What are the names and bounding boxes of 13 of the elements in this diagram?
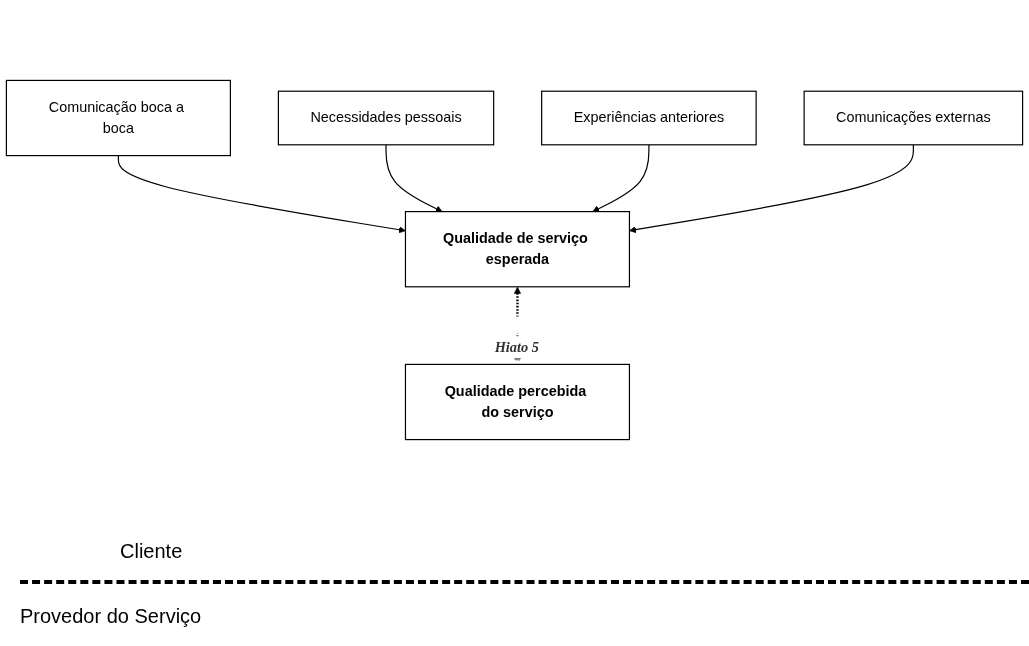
- node-box: Experiências anteriores: [541, 90, 757, 146]
- node-box: Qualidade de serviço esperada: [404, 211, 631, 288]
- arrow: [629, 144, 914, 234]
- node-box: Comunicação boca a boca: [5, 79, 231, 157]
- arrow: [592, 144, 650, 212]
- node-box: Necessidades pessoais: [277, 90, 495, 146]
- arrow: [385, 144, 443, 212]
- section-label: Provedor do Serviço: [20, 605, 202, 628]
- arrow: [117, 155, 406, 234]
- node-box: Qualidade percebida do serviço: [404, 363, 631, 441]
- node-box: Comunicações externas: [803, 90, 1024, 146]
- section-label: Cliente: [120, 540, 183, 563]
- edge-label: Hiato 5: [494, 338, 540, 355]
